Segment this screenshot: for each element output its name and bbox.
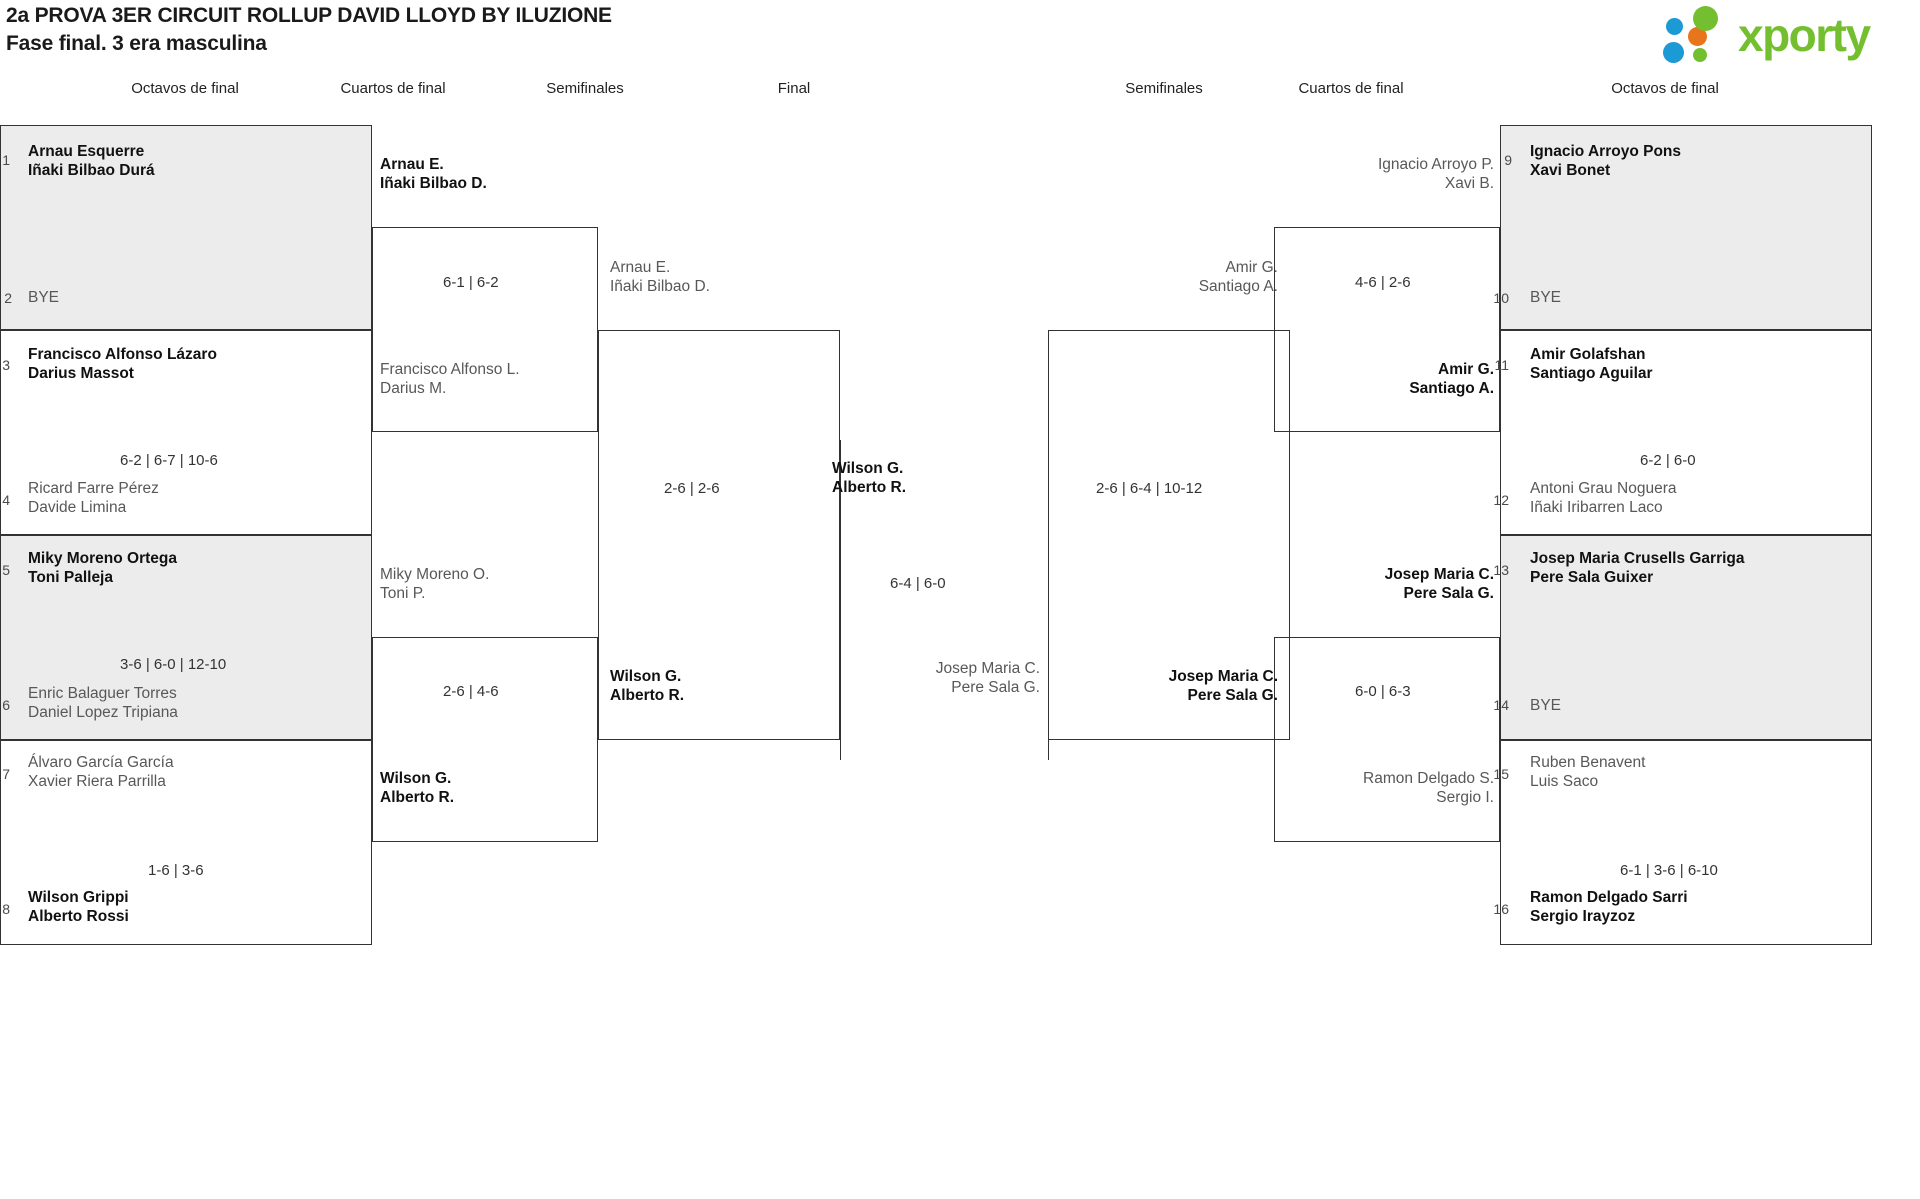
team-name: Amir G. Santiago A. <box>1409 361 1494 397</box>
seed-number: 6 <box>2 697 10 713</box>
team-name: Francisco Alfonso Lázaro Darius Massot <box>28 346 217 382</box>
round-header-left-sf: Semifinales <box>546 80 624 97</box>
seed-number: 16 <box>1493 901 1509 917</box>
seed-number: 1 <box>2 152 10 168</box>
match-box-left-4[interactable] <box>0 740 372 945</box>
title-block: 2a PROVA 3ER CIRCUIT ROLLUP DAVID LLOYD … <box>6 2 612 58</box>
logo-wordmark: xporty <box>1738 9 1871 61</box>
bracket-connector-left-sf <box>598 330 840 740</box>
seed-number: 7 <box>2 766 10 782</box>
team-name: Josep Maria C. Pere Sala G. <box>1168 668 1278 704</box>
seed-number: 14 <box>1493 697 1509 713</box>
seed-number: 8 <box>2 901 10 917</box>
team-name: BYE <box>1530 289 1562 306</box>
match-score: 3-6 | 6-0 | 12-10 <box>120 656 227 673</box>
match-score: 6-2 | 6-7 | 10-6 <box>120 452 218 469</box>
team-name: Enric Balaguer Torres Daniel Lopez Tripi… <box>28 685 178 721</box>
seed-number: 2 <box>4 290 12 306</box>
seed-number: 4 <box>2 492 10 508</box>
round-header-final: Final <box>777 80 811 97</box>
logo-dots-icon <box>1660 6 1740 64</box>
team-name: Amir Golafshan Santiago Aguilar <box>1530 346 1653 382</box>
match-score: 2-6 | 6-4 | 10-12 <box>1096 480 1203 497</box>
xporty-logo[interactable]: xporty <box>1660 6 1910 64</box>
team-name: Josep Maria C. Pere Sala G. <box>1384 566 1494 602</box>
seed-number: 15 <box>1493 766 1509 782</box>
team-name: Ramon Delgado Sarri Sergio Irayzoz <box>1530 889 1688 925</box>
round-header-right-sf: Semifinales <box>1125 80 1203 97</box>
page-subtitle: Fase final. 3 era masculina <box>6 32 267 55</box>
round-header-right-qf: Cuartos de final <box>1298 80 1404 97</box>
match-box-right-1[interactable] <box>1500 125 1872 330</box>
team-name: Ramon Delgado S. Sergio I. <box>1363 770 1494 806</box>
match-score: 1-6 | 3-6 <box>148 862 204 879</box>
team-name: Wilson Grippi Alberto Rossi <box>28 889 129 925</box>
team-name: BYE <box>1530 697 1562 714</box>
bracket-connector-left-qf-2 <box>372 637 598 842</box>
match-score: 4-6 | 2-6 <box>1355 274 1411 291</box>
team-name: Ignacio Arroyo Pons Xavi Bonet <box>1530 143 1682 179</box>
team-name-final-runnerup: Josep Maria C. Pere Sala G. <box>935 660 1040 696</box>
team-name: Álvaro García García Xavier Riera Parril… <box>28 754 174 790</box>
bracket-line-final-left <box>840 440 841 760</box>
team-name: Ricard Farre Pérez Davide Limina <box>28 480 159 516</box>
seed-number: 3 <box>2 357 10 373</box>
seed-number: 11 <box>1494 357 1509 373</box>
seed-number: 5 <box>2 562 10 578</box>
match-score: 6-1 | 3-6 | 6-10 <box>1620 862 1718 879</box>
round-header-left-qf: Cuartos de final <box>340 80 446 97</box>
seed-number: 13 <box>1493 562 1509 578</box>
seed-number: 9 <box>1504 152 1512 168</box>
team-name: Wilson G. Alberto R. <box>380 770 455 806</box>
team-name: Miky Moreno Ortega Toni Palleja <box>28 550 177 586</box>
bracket-connector-right-qf-2 <box>1274 637 1500 842</box>
seed-number: 12 <box>1493 492 1509 508</box>
match-score: 6-0 | 6-3 <box>1355 683 1411 700</box>
team-name: Amir G. Santiago A. <box>1198 259 1278 295</box>
round-header-left-r16: Octavos de final <box>131 80 239 97</box>
seed-number: 10 <box>1493 290 1509 306</box>
bracket-connector-right-qf-1 <box>1274 227 1500 432</box>
bracket-connector-right-sf <box>1048 330 1290 740</box>
match-box-left-1[interactable] <box>0 125 372 330</box>
match-score-final: 6-4 | 6-0 <box>890 575 946 592</box>
team-name: Josep Maria Crusells Garriga Pere Sala G… <box>1530 550 1745 586</box>
team-name: Arnau E. Iñaki Bilbao D. <box>610 259 710 295</box>
bracket-connector-left-qf-1 <box>372 227 598 432</box>
match-box-right-4[interactable] <box>1500 740 1872 945</box>
match-score: 6-2 | 6-0 <box>1640 452 1696 469</box>
match-score: 2-6 | 2-6 <box>664 480 720 497</box>
match-box-right-3[interactable] <box>1500 535 1872 740</box>
match-box-right-2[interactable] <box>1500 330 1872 535</box>
team-name: Ruben Benavent Luis Saco <box>1530 754 1646 790</box>
team-name: Francisco Alfonso L. Darius M. <box>380 361 520 397</box>
team-name: Arnau Esquerre Iñaki Bilbao Durá <box>28 143 155 179</box>
team-name: Wilson G. Alberto R. <box>610 668 685 704</box>
team-name-final-champion: Wilson G. Alberto R. <box>832 460 907 496</box>
team-name: Miky Moreno O. Toni P. <box>380 566 490 602</box>
match-box-left-3[interactable] <box>0 535 372 740</box>
page-title: 2a PROVA 3ER CIRCUIT ROLLUP DAVID LLOYD … <box>6 4 612 27</box>
team-name: Antoni Grau Noguera Iñaki Iribarren Laco <box>1530 480 1677 516</box>
match-score: 6-1 | 6-2 <box>443 274 499 291</box>
page-header: 2a PROVA 3ER CIRCUIT ROLLUP DAVID LLOYD … <box>0 0 1920 76</box>
team-name: Ignacio Arroyo P. Xavi B. <box>1377 156 1494 192</box>
match-box-left-2[interactable] <box>0 330 372 535</box>
team-name: BYE <box>28 289 60 306</box>
round-header-right-r16: Octavos de final <box>1611 80 1719 97</box>
match-score: 2-6 | 4-6 <box>443 683 499 700</box>
team-name: Arnau E. Iñaki Bilbao D. <box>380 156 487 192</box>
